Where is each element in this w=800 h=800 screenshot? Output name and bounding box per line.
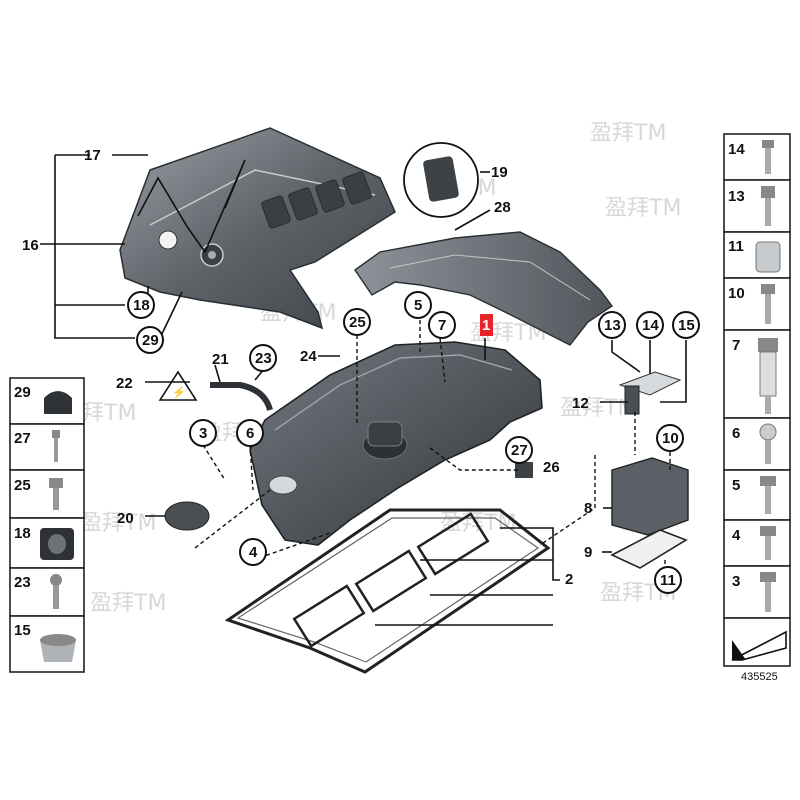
callout-16: 16 — [22, 237, 39, 254]
callout-7: 7 — [438, 317, 446, 334]
callout-bubble — [654, 566, 682, 594]
callout-19: 19 — [491, 164, 508, 181]
callout-22: 22 — [116, 375, 133, 392]
watermark: 盈拜TM — [560, 396, 636, 421]
left-panel-label: 15 — [14, 622, 31, 639]
callout-27: 27 — [511, 442, 528, 459]
panel-cell — [723, 329, 791, 419]
right-panel-label: 13 — [728, 188, 745, 205]
right-panel-label: 14 — [728, 141, 745, 158]
left-panel-label: 23 — [14, 574, 31, 591]
pressure-valve-8 — [611, 457, 689, 536]
right-panel-label: 10 — [728, 285, 745, 302]
callout-18: 18 — [133, 297, 150, 314]
callout-11: 11 — [660, 572, 676, 589]
callout-bubble — [189, 419, 217, 447]
callout-bubble — [672, 311, 700, 339]
watermark: 盈拜TM — [80, 511, 156, 536]
panel-cell — [723, 179, 791, 233]
watermark: 盈拜TM — [90, 591, 166, 616]
right-panel-label: 11 — [728, 238, 744, 255]
connector-part-19 — [403, 142, 479, 218]
highlight-marker — [480, 314, 493, 336]
callout-6: 6 — [246, 425, 254, 442]
callout-26: 26 — [543, 459, 560, 476]
callout-9: 9 — [584, 544, 592, 561]
clip-26 — [515, 462, 533, 478]
callout-1: 1 — [482, 317, 490, 334]
callout-20: 20 — [117, 510, 134, 527]
panel-cell — [723, 565, 791, 619]
callout-bubble — [239, 538, 267, 566]
heat-shield — [354, 231, 614, 346]
callout-24: 24 — [300, 348, 317, 365]
hose-23 — [210, 382, 273, 411]
callout-bubble — [636, 311, 664, 339]
watermark: 盈拜TM — [590, 121, 666, 146]
callout-28: 28 — [494, 199, 511, 216]
callout-29: 29 — [142, 332, 159, 349]
right-panel-label: 4 — [732, 527, 741, 544]
callout-17: 17 — [84, 147, 101, 164]
diagram-number: 435525 — [741, 671, 778, 683]
panel-cell — [723, 519, 791, 567]
callout-10: 10 — [662, 430, 679, 447]
callout-bubble — [428, 311, 456, 339]
callout-4: 4 — [249, 544, 258, 561]
bracket-12 — [618, 371, 682, 415]
left-panel-label: 25 — [14, 477, 31, 494]
panel-cell — [9, 567, 85, 617]
panel-cell — [723, 133, 791, 181]
svg-text:⚡: ⚡ — [172, 386, 186, 399]
callout-labels: 17 16 18 29 19 28 5 7 1 25 24 21 23 22 3… — [22, 147, 700, 594]
callout-bubble — [127, 291, 155, 319]
right-panel-label: 7 — [732, 337, 740, 354]
right-panel-label: 5 — [732, 477, 740, 494]
callout-13: 13 — [604, 317, 621, 334]
callout-bubble — [404, 291, 432, 319]
watermark: 盈拜TM — [605, 196, 681, 221]
valve-cover-gasket — [224, 508, 551, 674]
callout-12: 12 — [572, 395, 589, 412]
left-parts-panel: 29 27 25 18 23 15 — [9, 377, 85, 673]
callout-bubble — [656, 424, 684, 452]
callout-5: 5 — [414, 297, 422, 314]
callout-21: 21 — [212, 351, 229, 368]
engine-cover — [119, 127, 396, 330]
gasket-9 — [610, 529, 688, 569]
callout-2: 2 — [565, 571, 573, 588]
plug-part-20 — [164, 501, 210, 531]
callout-bubble — [598, 311, 626, 339]
right-panel-label: 6 — [732, 425, 740, 442]
panel-cell — [723, 417, 791, 471]
left-panel-label: 27 — [14, 430, 31, 447]
callout-bubble — [136, 326, 164, 354]
valve-cover — [249, 341, 543, 546]
right-parts-panel: 14 13 11 10 7 6 5 4 3 — [723, 133, 791, 667]
right-panel-label: 3 — [732, 573, 740, 590]
callout-bubble — [249, 344, 277, 372]
callout-25: 25 — [349, 314, 366, 331]
callout-bubble — [343, 308, 371, 336]
warning-symbol-22: ⚡ — [158, 370, 198, 401]
callout-bubble — [505, 436, 533, 464]
callout-14: 14 — [642, 317, 659, 334]
callout-3: 3 — [199, 425, 207, 442]
panel-cell — [9, 469, 85, 519]
left-panel-label: 18 — [14, 525, 31, 542]
callout-23: 23 — [255, 350, 272, 367]
callout-bubble — [236, 419, 264, 447]
left-panel-label: 29 — [14, 384, 31, 401]
leader-lines — [40, 154, 687, 626]
callout-8: 8 — [584, 500, 592, 517]
callout-15: 15 — [678, 317, 695, 334]
